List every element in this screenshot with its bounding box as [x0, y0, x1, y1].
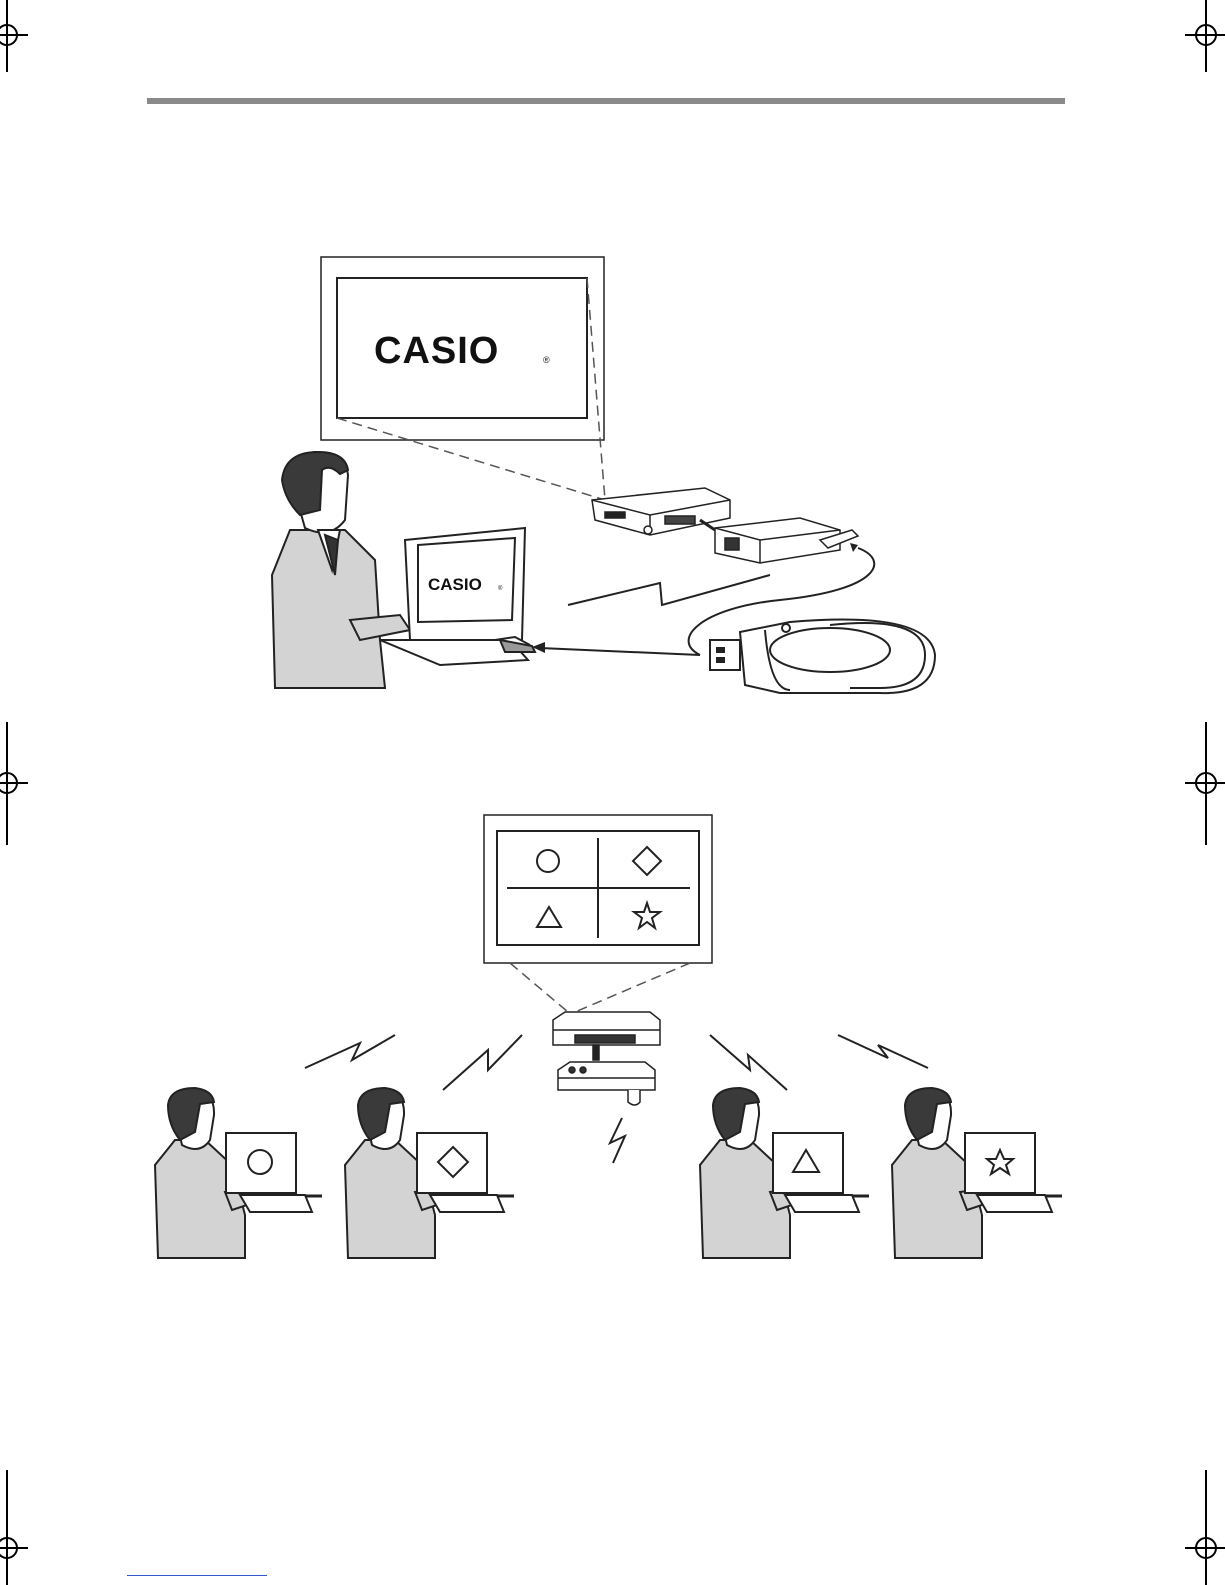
wireless-signal-user1-icon — [305, 1035, 395, 1068]
projector-bottom — [553, 1012, 660, 1060]
wireless-signal-user2-icon — [443, 1035, 522, 1090]
wireless-signal-user3-icon — [710, 1035, 787, 1090]
projection-beam-bottom — [510, 963, 690, 1012]
wireless-adapter-bottom — [558, 1062, 655, 1105]
wireless-signal-bottom-icon — [610, 1118, 625, 1163]
user-figure-1 — [155, 1088, 322, 1258]
footer-link-underline — [127, 1575, 267, 1576]
user-figure-2 — [345, 1088, 514, 1258]
wireless-signal-user4-icon — [838, 1035, 928, 1068]
split-screen — [484, 815, 712, 963]
user-figure-3 — [700, 1088, 869, 1258]
user-figure-4 — [892, 1088, 1062, 1258]
